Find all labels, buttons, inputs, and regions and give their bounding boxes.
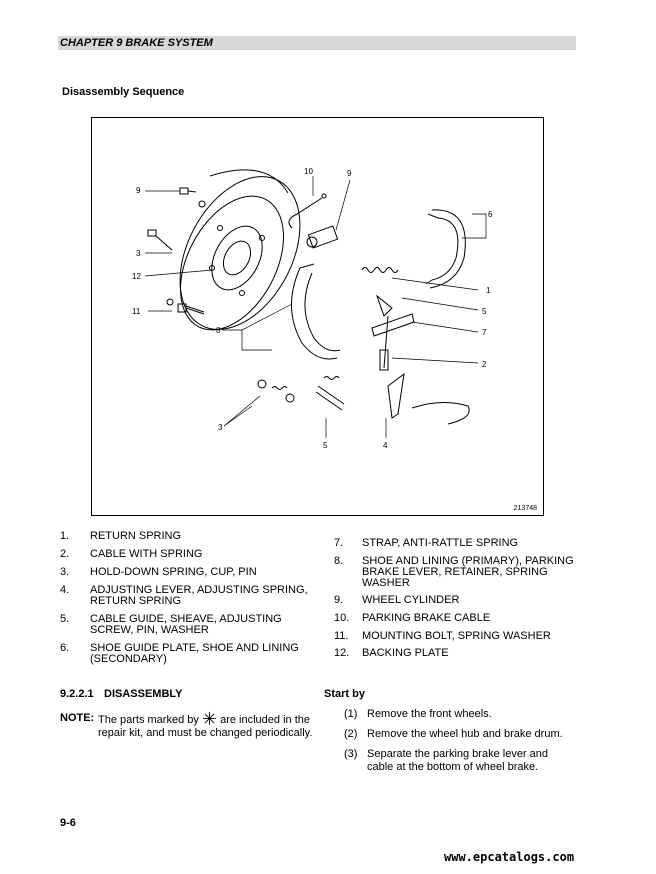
- legend-number: 4.: [60, 584, 70, 596]
- callout-label: 3: [136, 249, 141, 258]
- adjuster-lever-drawing: [387, 372, 470, 425]
- step-number: (1): [344, 708, 358, 720]
- legend-text: CABLE WITH SPRING: [90, 548, 203, 560]
- brake-exploded-diagram: 10 9 9 6 3 12 1 5 11 8 7 2 3 5 4: [132, 167, 493, 450]
- legend-text: WASHER: [362, 577, 410, 589]
- start-by-label: Start by: [324, 688, 365, 700]
- legend-number: 9.: [334, 594, 344, 606]
- legend-number: 7.: [334, 537, 344, 549]
- legend-number: 6.: [60, 642, 70, 654]
- chapter-header: CHAPTER 9 BRAKE SYSTEM: [58, 36, 576, 50]
- return-spring-drawing: [361, 267, 399, 273]
- note-text: The parts marked by ✳ are included in th…: [98, 710, 320, 740]
- asterisk-icon: ✳: [201, 709, 218, 729]
- step-text: Remove the front wheels.: [367, 708, 492, 720]
- callout-label: 1: [486, 286, 491, 295]
- legend-text: ADJUSTING LEVER, ADJUSTING SPRING,: [90, 584, 308, 596]
- legend-number: 11.: [334, 630, 349, 642]
- legend-number: 3.: [60, 566, 70, 578]
- callout-labels: 10 9 9 6 3 12 1 5 11 8 7 2 3 5 4: [132, 167, 493, 450]
- step-number: (2): [344, 728, 358, 740]
- legend-text: RETURN SPRING: [90, 595, 182, 607]
- chapter-title: CHAPTER 9 BRAKE SYSTEM: [60, 37, 213, 49]
- callout-label: 11: [132, 307, 141, 316]
- legend-text: RETURN SPRING: [90, 530, 182, 542]
- primary-shoe-drawing: [291, 263, 341, 360]
- legend-number: 1.: [60, 530, 70, 542]
- callout-label: 5: [482, 307, 487, 316]
- legend-number: 8.: [334, 555, 344, 567]
- legend-text: BRAKE LEVER, RETAINER, SPRING: [362, 566, 548, 578]
- legend-text: (SECONDARY): [90, 653, 167, 665]
- step-text: Separate the parking brake lever and: [367, 748, 549, 760]
- callout-label: 10: [304, 167, 313, 176]
- section-title: Disassembly Sequence: [62, 86, 185, 98]
- note-label: NOTE:: [60, 712, 95, 724]
- section-heading-text: DISASSEMBLY: [104, 688, 183, 700]
- legend-number: 12.: [334, 647, 350, 659]
- legend-text: PARKING BRAKE CABLE: [362, 612, 491, 624]
- callout-label: 6: [488, 210, 493, 219]
- mounting-bolt-drawing: [177, 303, 205, 315]
- secondary-shoe-drawing: [425, 209, 466, 289]
- step-text: cable at the bottom of wheel brake.: [367, 761, 539, 773]
- callout-label: 8: [216, 326, 221, 335]
- callout-label: 9: [136, 186, 141, 195]
- page-number: 9-6: [60, 817, 76, 829]
- legend-text: BACKING PLATE: [362, 647, 449, 659]
- legend-text: SHOE GUIDE PLATE, SHOE AND LINING: [90, 642, 299, 654]
- note-text-before: The parts marked by: [98, 714, 199, 726]
- hold-down-spring-drawing: [257, 379, 295, 403]
- step-text: Remove the wheel hub and brake drum.: [367, 728, 563, 740]
- callout-label: 12: [132, 272, 141, 281]
- legend-text: SCREW, PIN, WASHER: [90, 624, 209, 636]
- leader-lines: [144, 176, 487, 438]
- legend-text: SHOE AND LINING (PRIMARY), PARKING: [362, 555, 574, 567]
- legend-text: HOLD-DOWN SPRING, CUP, PIN: [90, 566, 257, 578]
- exploded-view-figure: 10 9 9 6 3 12 1 5 11 8 7 2 3 5 4 213748: [91, 117, 544, 516]
- legend-number: 5.: [60, 613, 70, 625]
- legend-text: WHEEL CYLINDER: [362, 594, 460, 606]
- disassembly-heading: 9.2.2.1 DISASSEMBLY: [60, 688, 182, 700]
- legend-number: 2.: [60, 548, 70, 560]
- callout-label: 3: [218, 423, 223, 432]
- parking-cable-drawing: [288, 193, 327, 229]
- legend-text: CABLE GUIDE, SHEAVE, ADJUSTING: [90, 613, 282, 625]
- callout-label: 9: [347, 169, 352, 178]
- callout-label: 4: [383, 441, 388, 450]
- callout-label: 5: [323, 441, 328, 450]
- callout-label: 7: [482, 328, 487, 337]
- legend-text: MOUNTING BOLT, SPRING WASHER: [362, 630, 551, 642]
- note-text-after: are included in the repair kit, and must…: [98, 714, 313, 739]
- watermark-link[interactable]: www.epcatalogs.com: [444, 850, 575, 864]
- legend-text: STRAP, ANTI-RATTLE SPRING: [362, 537, 519, 549]
- legend-number: 10.: [334, 612, 350, 624]
- section-number: 9.2.2.1: [60, 688, 94, 700]
- step-number: (3): [344, 748, 358, 760]
- adjusting-screw-drawing: [315, 376, 345, 411]
- backing-plate-drawing: [179, 169, 301, 331]
- callout-label: 2: [482, 360, 487, 369]
- wheel-cylinder-drawing: [306, 225, 339, 249]
- small-parts-left: [147, 187, 206, 306]
- figure-code: 213748: [513, 505, 537, 512]
